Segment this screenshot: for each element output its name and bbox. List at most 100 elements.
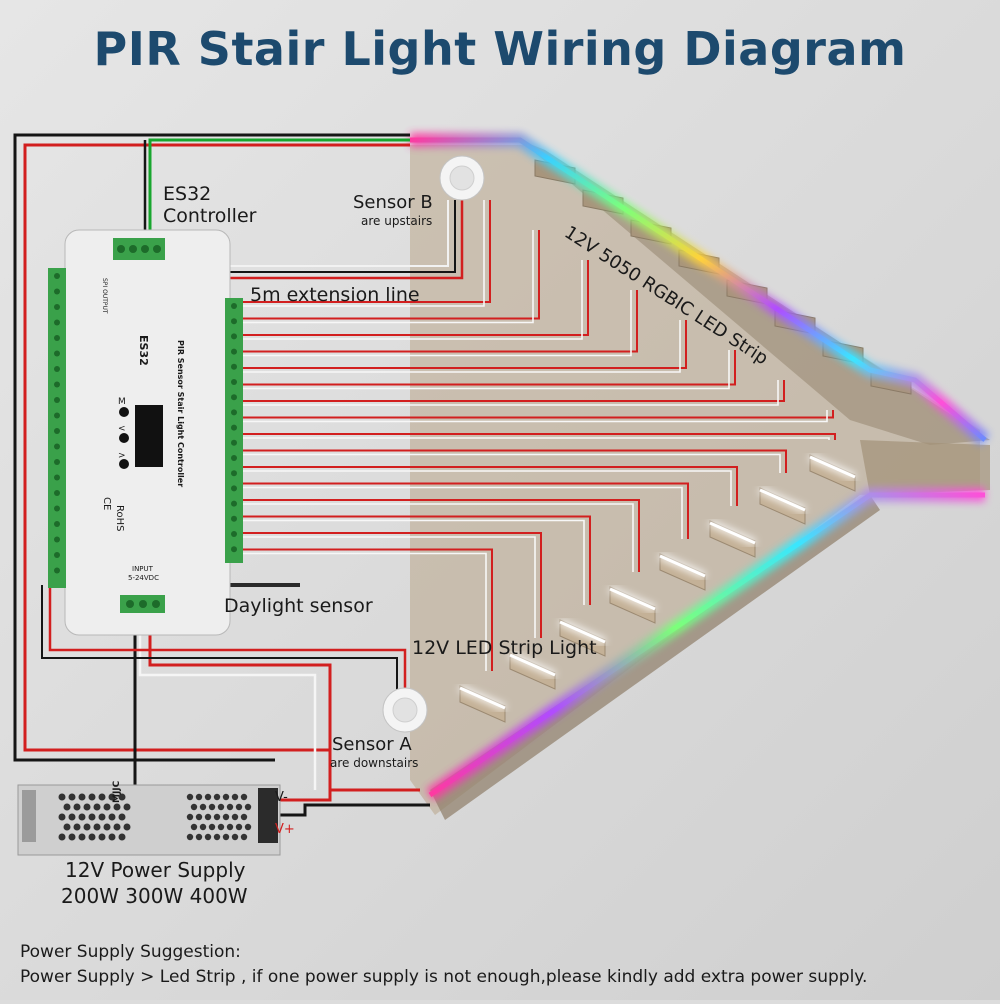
step-wire	[243, 482, 689, 539]
step-wire-white	[243, 437, 830, 440]
terminal-screw	[231, 348, 237, 355]
controller-input-label: INPUT	[132, 565, 153, 573]
sensor-a-wire-white	[138, 610, 317, 790]
step-wire	[243, 499, 640, 572]
psu-vent	[208, 803, 216, 811]
psu-vent	[88, 833, 96, 841]
step-wire	[243, 410, 834, 419]
spi-terminal-block	[113, 238, 165, 260]
step-wire-white	[243, 503, 634, 572]
psu-vent	[103, 803, 111, 811]
terminal-screw	[54, 505, 60, 512]
psu-vent	[186, 833, 194, 841]
terminal-screw	[231, 546, 237, 553]
step-wire-white	[243, 470, 732, 506]
psu-vent	[186, 793, 194, 801]
psu-vent	[113, 803, 121, 811]
psu-vent	[83, 803, 91, 811]
terminal-screw	[54, 443, 60, 450]
controller-label-name: Controller	[163, 205, 257, 227]
terminal-screw	[117, 245, 125, 253]
psu-vent	[73, 823, 81, 831]
wires	[13, 133, 836, 817]
terminal-screw	[141, 245, 149, 253]
terminal-screw	[54, 335, 60, 341]
terminal-screw	[129, 245, 137, 253]
lit-led-strip-core	[609, 587, 656, 611]
terminal-screw	[54, 319, 60, 326]
psu-vent	[217, 823, 225, 831]
terminal-screw	[231, 303, 237, 309]
step-wire	[243, 230, 540, 320]
step-wire-white	[243, 200, 485, 307]
power-supply-watts: 200W 300W 400W	[61, 884, 248, 908]
terminal-screw	[231, 485, 237, 492]
terminal-screw	[54, 552, 60, 558]
input-wire-black-2	[265, 803, 430, 817]
terminal-screw	[139, 600, 147, 608]
sensor-b-label: Sensor B	[353, 192, 433, 213]
psu-vent	[204, 833, 212, 841]
psu-vent	[190, 803, 198, 811]
psu-vent	[222, 833, 230, 841]
psu-vent	[222, 813, 230, 821]
step-wire	[243, 548, 493, 671]
psu-vent	[231, 833, 239, 841]
lit-led-strip-core	[509, 653, 556, 677]
terminal-screw	[126, 600, 134, 608]
button-right	[119, 459, 129, 469]
psu-vent	[213, 833, 221, 841]
sensor-a-sublabel: are downstairs	[330, 756, 419, 770]
psu-vent	[231, 813, 239, 821]
terminal-screw	[231, 439, 237, 446]
controller-button-right-label: >	[118, 451, 126, 461]
controller-box	[48, 229, 243, 636]
psu-vent	[240, 793, 248, 801]
psu-vent	[244, 803, 252, 811]
psu-vent	[199, 803, 207, 811]
sensor-b-wire-red	[230, 200, 464, 280]
psu-vent	[108, 793, 116, 801]
lit-led-strip-core	[709, 521, 756, 545]
psu-vents	[58, 793, 252, 841]
psu-vent	[63, 803, 71, 811]
terminal-screw	[54, 412, 60, 419]
step-wires	[243, 200, 836, 671]
terminal-screw	[54, 536, 60, 543]
terminal-screw	[54, 381, 60, 388]
terminal-screw	[54, 273, 60, 279]
psu-vent	[63, 823, 71, 831]
lit-led-strip-core	[559, 620, 606, 644]
sensor-a-wire-black	[41, 585, 398, 690]
step-wire	[243, 200, 491, 303]
sensor-b-device	[439, 155, 485, 201]
psu-vent	[123, 823, 131, 831]
step-wire-white	[243, 519, 585, 605]
step-wire	[243, 380, 785, 402]
psu-vent	[113, 823, 121, 831]
psu-vent	[108, 813, 116, 821]
psu-vent	[78, 833, 86, 841]
step-wire-white	[243, 260, 583, 340]
terminal-screw	[54, 350, 60, 357]
controller-ce-mark: CE	[101, 497, 112, 511]
led-strip-label: 12V LED Strip Light	[412, 637, 597, 659]
extension-line-label: 5m extension line	[250, 284, 420, 306]
terminal-screw	[231, 455, 237, 461]
psu-vent	[88, 813, 96, 821]
terminal-screw	[54, 459, 60, 465]
psu-vent	[213, 793, 221, 801]
psu-vent	[78, 793, 86, 801]
page-title: PIR Stair Light Wiring Diagram	[93, 22, 907, 76]
step-wire-white	[243, 536, 536, 638]
terminal-screw	[231, 531, 237, 537]
psu-vent	[204, 793, 212, 801]
terminal-screw	[54, 490, 60, 496]
daylight-sensor-label: Daylight sensor	[224, 595, 373, 617]
input-wire-red	[148, 610, 420, 792]
black-wire-outer	[13, 133, 410, 762]
psu-vent	[235, 823, 243, 831]
step-wire-white	[243, 552, 487, 671]
step-wire-white	[243, 320, 681, 373]
psu-vent	[68, 833, 76, 841]
